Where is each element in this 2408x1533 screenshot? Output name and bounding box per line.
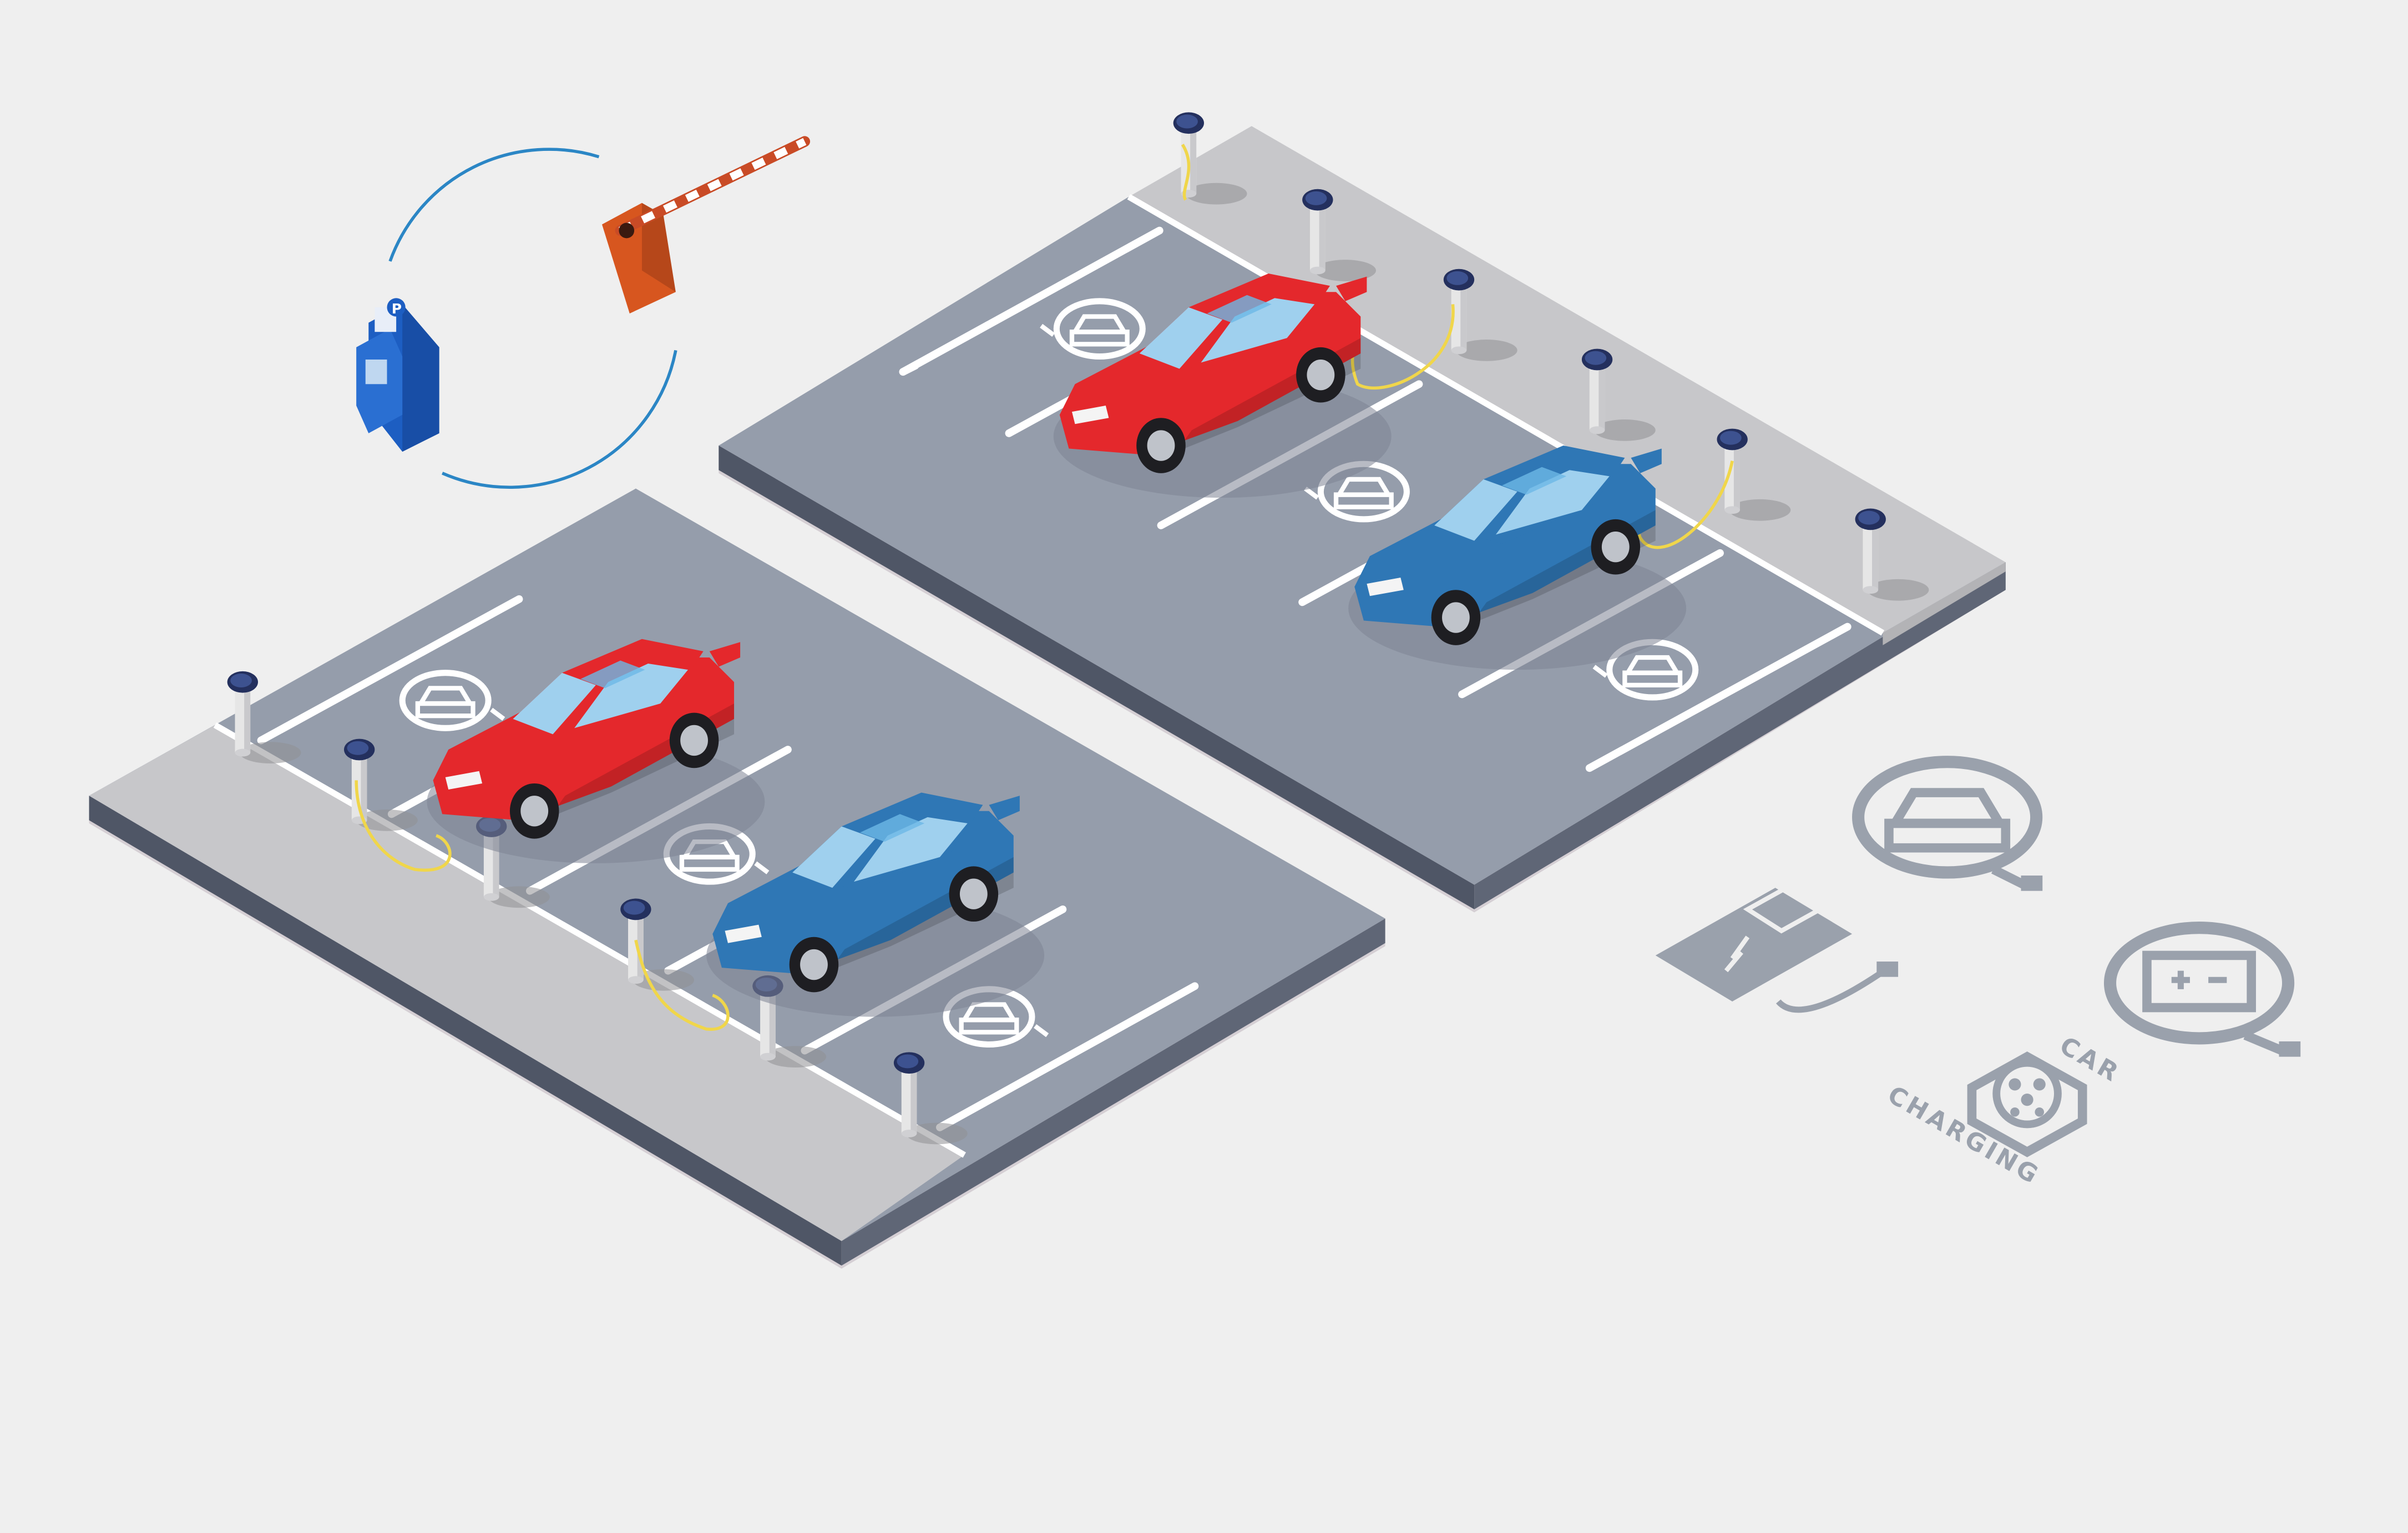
charging-bollard (893, 1052, 968, 1145)
label-charging: CHARGING (1883, 1080, 2045, 1190)
charging-connector-icon (1967, 1051, 2087, 1157)
boom-barrier-icon (602, 136, 811, 313)
ev-parking-icon (399, 670, 505, 731)
battery-charger-icon (1655, 876, 1899, 1013)
ev-parking-icon (1040, 298, 1146, 360)
charging-bollard (1302, 189, 1376, 281)
charging-bollard (1581, 348, 1656, 441)
charging-bollard (227, 671, 301, 763)
charging-bollard (1855, 508, 1929, 601)
electric-car (427, 639, 765, 863)
parking-kiosk-icon: P (356, 298, 439, 452)
charging-bollard (344, 738, 418, 831)
legend-icons (1655, 756, 2301, 1157)
entry-controls: P (356, 136, 811, 489)
battery-plug-icon (2103, 922, 2301, 1057)
electric-car (706, 792, 1045, 1017)
kiosk-sign: P (392, 301, 402, 317)
charging-bollard (1443, 269, 1517, 361)
ev-parking-icon (943, 986, 1049, 1048)
charging-cables (355, 144, 1734, 1031)
left-parking-lot (89, 488, 1385, 1269)
electric-car (1053, 274, 1392, 498)
electric-car (1348, 446, 1687, 670)
ev-parking-icon (1852, 756, 2043, 891)
